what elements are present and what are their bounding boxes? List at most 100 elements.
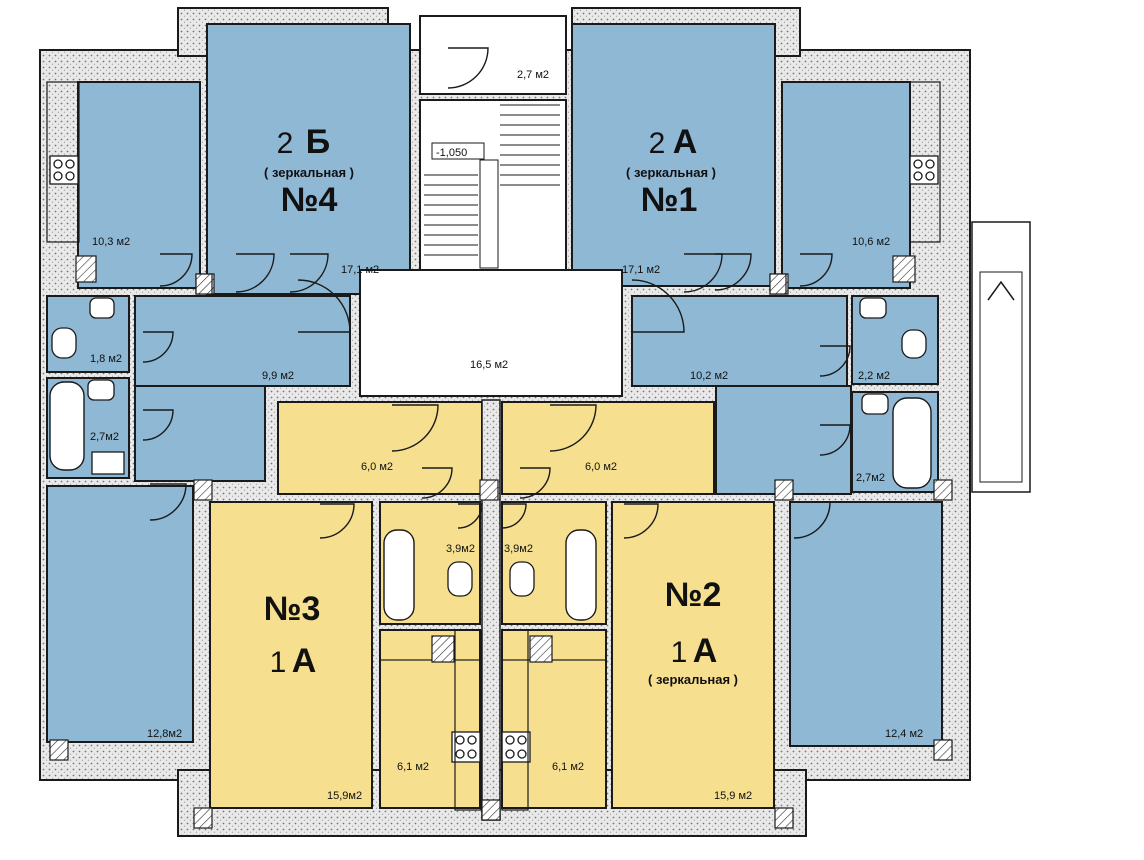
apt3-type-num: 1 [270, 646, 287, 679]
apt2-note: ( зеркальная ) [648, 672, 738, 687]
apt2-type-letter: А [693, 632, 718, 670]
apt4-number: №4 [281, 181, 338, 219]
sink-icon [861, 393, 889, 415]
a1-room-main [571, 23, 776, 287]
area-a2-kitchen: 6,1 м2 [552, 761, 584, 773]
door-swing [421, 467, 453, 499]
area-a3-kitchen: 6,1 м2 [397, 761, 429, 773]
bathtubs [49, 381, 932, 621]
apt4-note: ( зеркальная ) [264, 165, 354, 180]
external-stair [971, 221, 1031, 493]
area-a2-hall: 6,0 м2 [585, 461, 617, 473]
area-a4-hall: 9,9 м2 [262, 370, 294, 382]
a3-kitchen [379, 629, 481, 809]
toilet-icon [51, 327, 77, 359]
apt2-number: №2 [665, 576, 722, 614]
area-a2-bath: 3,9м2 [504, 543, 533, 555]
toilets-sinks [51, 297, 927, 597]
bathtub-icon [892, 397, 932, 489]
level-mark-box [431, 142, 485, 160]
toilet-icon [509, 561, 535, 597]
stove-icon [451, 731, 481, 763]
door-swing [289, 253, 329, 293]
area-a4-kitchen: 10,3 м2 [92, 236, 130, 248]
apt2-type-num: 1 [671, 636, 688, 669]
a2-kitchen [501, 629, 607, 809]
door-swing [549, 404, 597, 452]
area-a1-room2: 12,4 м2 [885, 728, 923, 740]
door-swing [519, 467, 551, 499]
a2-hall [501, 401, 715, 495]
area-a4-bath: 2,7м2 [90, 431, 119, 443]
door-swing [799, 253, 833, 287]
sink-icon [87, 379, 115, 401]
area-common-hall: 16,5 м2 [470, 359, 508, 371]
washbasin-icon [91, 451, 125, 475]
column-square [193, 479, 213, 501]
bathtub-icon [49, 381, 85, 471]
common-hall [359, 269, 623, 397]
apt4-type-num: 2 [277, 127, 294, 160]
door-swing [297, 279, 351, 333]
a2-room-main [611, 501, 775, 809]
stair-level-mark: -1,050 [436, 147, 467, 159]
central-wall [481, 399, 501, 821]
door-swing [819, 345, 851, 377]
area-a2-room: 15,9 м2 [714, 790, 752, 802]
area-a4-wc: 1,8 м2 [90, 353, 122, 365]
a4-wc [46, 295, 130, 373]
area-a1-room: 17,1 м2 [622, 264, 660, 276]
door-swings [142, 47, 851, 539]
door-swing [142, 409, 174, 441]
door-swing [457, 503, 483, 529]
apartment-1-rooms [571, 23, 943, 747]
door-swing [319, 503, 355, 539]
area-a3-hall: 6,0 м2 [361, 461, 393, 473]
a4-hall [134, 295, 351, 387]
a4-hall2 [134, 385, 266, 482]
area-a1-wc: 2,2 м2 [858, 370, 890, 382]
stair-steps [424, 104, 560, 269]
apt3-number: №3 [264, 590, 321, 628]
column-square [479, 479, 499, 501]
area-a4-room2: 12,8м2 [147, 728, 182, 740]
a1-kitchen [781, 81, 911, 289]
column-square [933, 479, 953, 501]
door-swing [235, 253, 275, 293]
a3-hall [277, 401, 483, 495]
a4-room-2 [46, 485, 194, 743]
column-square [49, 739, 69, 761]
area-a1-bath: 2,7м2 [856, 472, 885, 484]
door-swing [391, 404, 439, 452]
sink-icon [89, 297, 115, 319]
area-a1-hall: 10,2 м2 [690, 370, 728, 382]
area-a4-room: 17,1 м2 [341, 264, 379, 276]
a1-hall2 [715, 385, 852, 495]
entry-vestibule [419, 15, 567, 95]
door-swing [623, 503, 659, 539]
door-swing [501, 503, 527, 529]
area-a3-room: 15,9м2 [327, 790, 362, 802]
column-square [933, 739, 953, 761]
kitchen-counters [46, 81, 941, 811]
apt1-type-num: 2 [649, 127, 666, 160]
stove-icon [501, 731, 531, 763]
stove-icon [49, 155, 79, 185]
column-square [774, 807, 794, 829]
door-swing [149, 483, 187, 521]
apt1-note: ( зеркальная ) [626, 165, 716, 180]
door-swing [631, 279, 685, 333]
door-swing [142, 331, 174, 363]
apt1-number: №1 [641, 181, 698, 219]
toilet-icon [447, 561, 473, 597]
stove-icon [909, 155, 939, 185]
stoves [49, 155, 939, 763]
stair-railing [479, 159, 499, 269]
vent-shafts [75, 255, 916, 663]
column-square [193, 807, 213, 829]
door-swing [714, 253, 752, 291]
door-swing [447, 47, 489, 89]
bathtub-icon [383, 529, 415, 621]
area-a1-kitchen: 10,6 м2 [852, 236, 890, 248]
sink-icon [859, 297, 887, 319]
